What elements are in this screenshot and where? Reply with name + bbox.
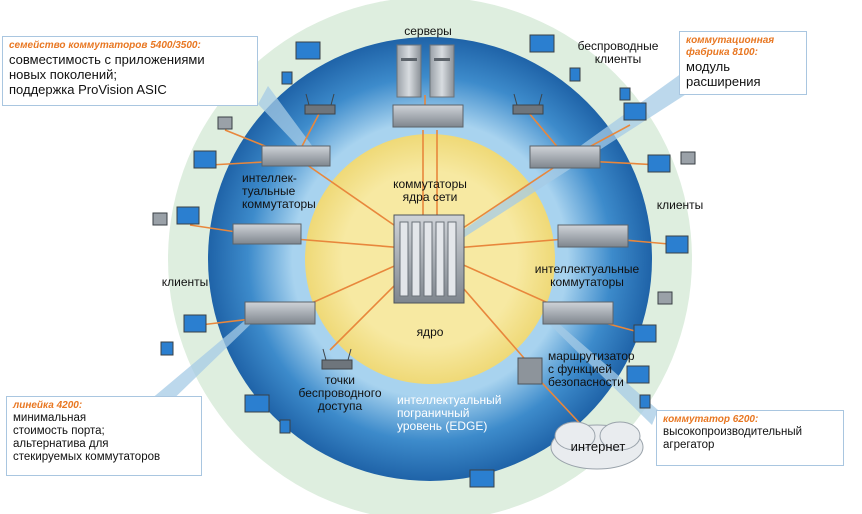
wireless-access-points xyxy=(304,93,544,370)
intelligent-switches-right-label: интеллектуальные коммутаторы xyxy=(534,262,640,289)
callout-8100: коммутационная фабрика 8100: модуль расш… xyxy=(679,31,807,95)
callout-6200: коммутатор 6200: высокопроизводительный … xyxy=(656,410,844,466)
core-switches-label: коммутаторы ядра сети xyxy=(393,177,467,204)
servers xyxy=(396,44,455,98)
callout-5400-body: совместимость с приложениями новых покол… xyxy=(9,52,205,97)
callout-4200-body: минимальная стоимость порта; альтернатив… xyxy=(13,412,161,463)
internet-label: интернет xyxy=(570,439,626,454)
callout-5400: семейство коммутаторов 5400/3500: совмес… xyxy=(2,36,258,106)
core-label: ядро xyxy=(416,325,444,339)
router-label: маршрутизатор с функцией безопасности xyxy=(548,349,635,389)
clients-right-label: клиенты xyxy=(656,198,704,212)
router xyxy=(517,357,543,385)
edge-switches xyxy=(232,145,629,325)
callout-4200: линейка 4200: минимальная стоимость порт… xyxy=(6,396,202,476)
callout-4200-title: линейка 4200: xyxy=(13,400,83,411)
servers-label: серверы xyxy=(404,24,452,38)
server-switch xyxy=(392,104,464,128)
client-devices xyxy=(152,34,696,488)
callout-5400-title: семейство коммутаторов 5400/3500: xyxy=(9,40,201,51)
callout-6200-body: высокопроизводительный агрегатор xyxy=(663,426,803,451)
intelligent-switches-left-label: интеллек- туальные коммутаторы xyxy=(242,171,316,211)
core-switch-chassis xyxy=(393,214,465,304)
access-points-label: точки беспроводного доступа xyxy=(298,373,382,413)
internet-cloud xyxy=(550,421,644,470)
callout-8100-title: коммутационная фабрика 8100: xyxy=(686,35,775,58)
clients-left-label: клиенты xyxy=(161,275,209,289)
intelligent-edge-label: интеллектуальный пограничный уровень (ED… xyxy=(397,393,502,433)
callout-6200-title: коммутатор 6200: xyxy=(663,414,759,425)
callout-8100-body: модуль расширения xyxy=(686,59,761,89)
wireless-clients-label: беспроводные клиенты xyxy=(577,39,659,66)
